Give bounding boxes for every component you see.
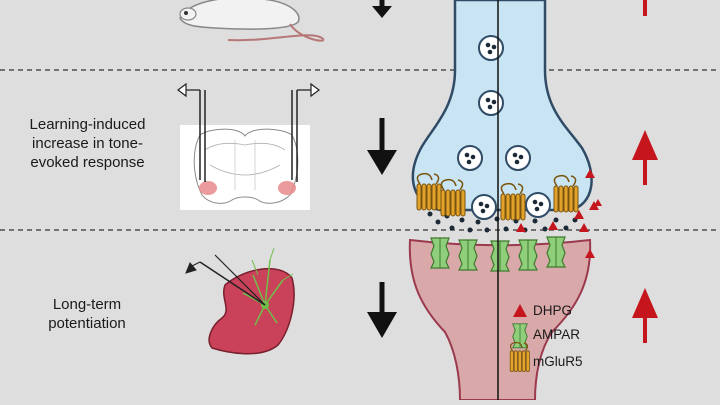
decrease-arrow-bottom <box>367 282 397 338</box>
tissue-neuron-icon <box>185 247 295 355</box>
legend-label-mglur5: mGluR5 <box>533 354 583 369</box>
brain-slice-icon <box>177 82 320 210</box>
row-label-ltp: Long-term potentiation <box>48 296 126 332</box>
increase-arrow-bottom <box>632 288 658 343</box>
triangle-icon <box>513 304 527 317</box>
increase-arrow-middle <box>632 130 658 185</box>
legend-label-dhpg: DHPG <box>533 303 573 318</box>
dhpg-molecules <box>516 169 602 258</box>
mouse-icon <box>179 0 325 42</box>
decrease-arrow-middle <box>367 118 397 175</box>
glutamate-molecules <box>427 211 578 233</box>
postsynaptic-terminal <box>408 238 592 401</box>
row-label-learning: Learning-induced increase in tone-evoked… <box>29 116 146 171</box>
legend-label-ampar: AMPAR <box>533 327 581 342</box>
decrease-arrow-top <box>372 0 392 18</box>
